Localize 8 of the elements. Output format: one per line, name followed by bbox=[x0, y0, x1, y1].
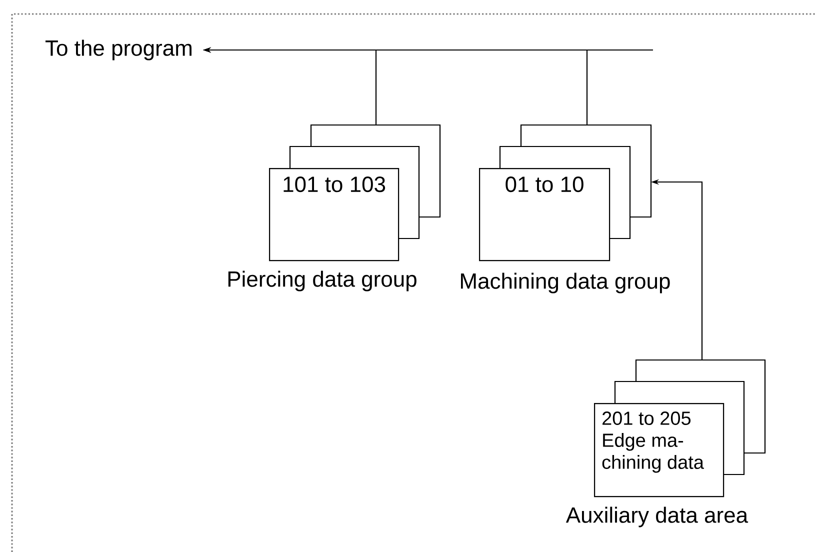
stack-caption: Auxiliary data area bbox=[566, 506, 748, 528]
node-label: chining data bbox=[602, 455, 704, 473]
page-stack: 01 to 10 bbox=[479, 124, 652, 262]
page-stack: 101 to 103 bbox=[269, 124, 441, 262]
label-text: To the program bbox=[46, 40, 192, 60]
page-stack: 201 to 205 Edge ma- chining data bbox=[594, 359, 766, 498]
stack-caption: Machining data group bbox=[461, 272, 670, 294]
stack-caption: Piercing data group bbox=[228, 270, 416, 292]
